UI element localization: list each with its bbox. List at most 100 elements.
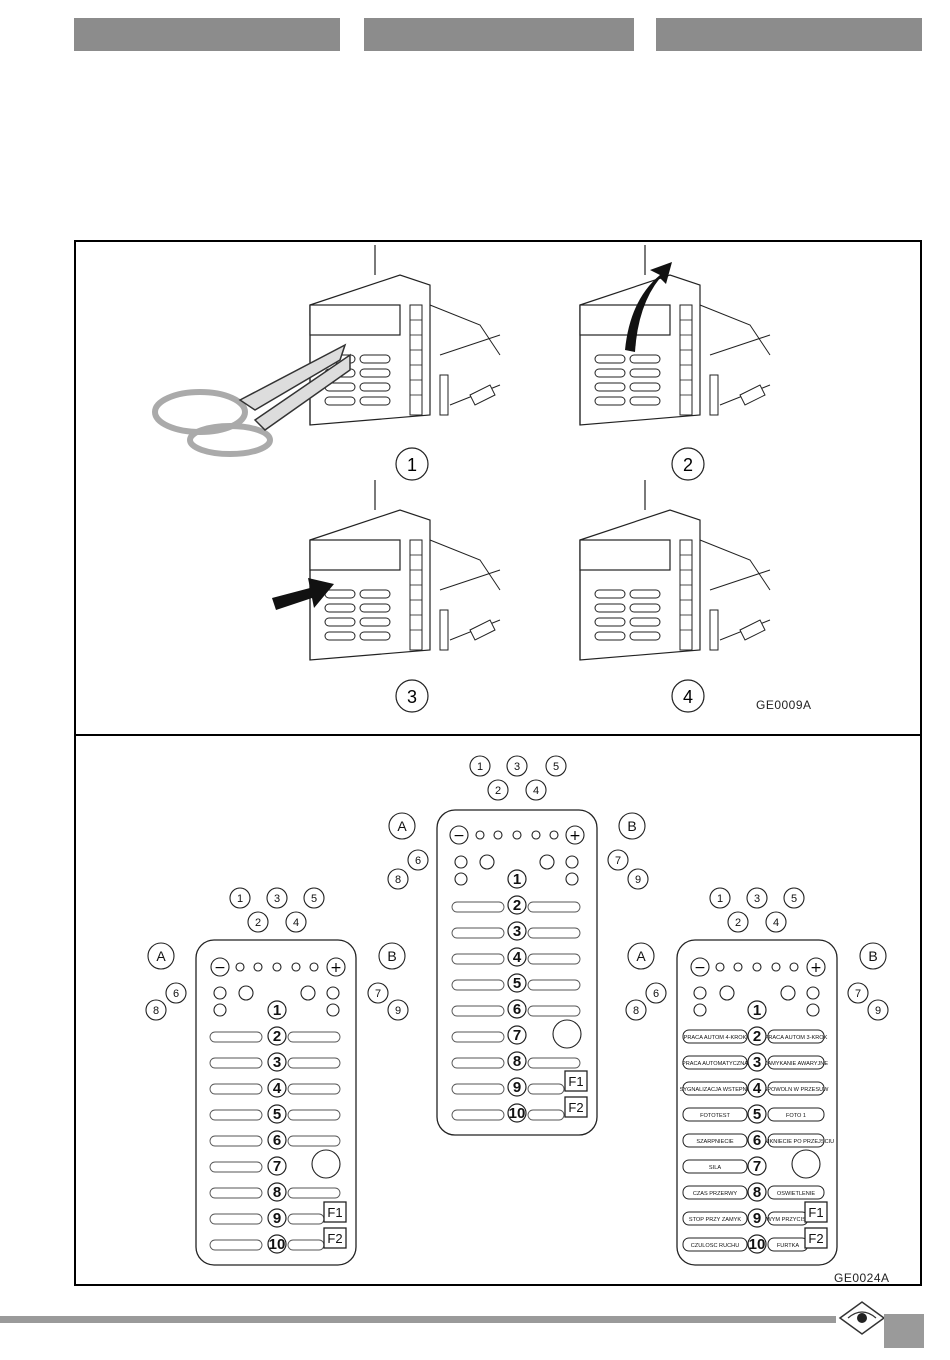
callout-label: 8 bbox=[153, 1005, 159, 1017]
header-tab-3 bbox=[656, 18, 922, 51]
footer-rule bbox=[0, 1316, 836, 1323]
figure-code-bottom: GE0024A bbox=[834, 1271, 890, 1285]
label-stop-closing: STOP PRZY ZAMYK bbox=[689, 1217, 741, 1223]
panel-button-4 bbox=[747, 1078, 767, 1098]
callout-label: 7 bbox=[615, 855, 621, 867]
plus-icon: + bbox=[810, 960, 822, 976]
panel-button-6 bbox=[747, 1130, 767, 1150]
callout-label: A bbox=[156, 948, 166, 964]
callout-label: 6 bbox=[415, 855, 421, 867]
panel-button-2 bbox=[507, 895, 527, 915]
panel-button-number: 2 bbox=[513, 897, 521, 914]
callout-label: 7 bbox=[375, 988, 381, 1000]
callout-label: 1 bbox=[477, 761, 483, 773]
callout-label: 3 bbox=[754, 893, 760, 905]
figure-code-top: GE0009A bbox=[756, 698, 812, 712]
callout-label: 2 bbox=[255, 917, 261, 929]
header-tab-2 bbox=[364, 18, 634, 51]
panel-button-5 bbox=[507, 973, 527, 993]
panel-button-number: 5 bbox=[513, 975, 521, 992]
panel-button-10 bbox=[507, 1103, 527, 1123]
panel-button-number: 2 bbox=[753, 1028, 761, 1045]
callout-label: B bbox=[387, 948, 396, 964]
header-tab-1 bbox=[74, 18, 340, 51]
f1-key: F1 bbox=[808, 1205, 823, 1220]
panel-button-9 bbox=[747, 1208, 767, 1228]
step-3-label: 3 bbox=[407, 687, 417, 707]
panel-button-7 bbox=[747, 1156, 767, 1176]
panel-button-9 bbox=[267, 1208, 287, 1228]
f2-key: F2 bbox=[327, 1231, 342, 1246]
panel-button-number: 4 bbox=[273, 1080, 282, 1097]
label-jerk: SZARPNIECIE bbox=[696, 1139, 734, 1145]
panel-button-number: 4 bbox=[513, 949, 522, 966]
panel-button-3 bbox=[747, 1052, 767, 1072]
panel-button-10 bbox=[747, 1234, 767, 1254]
callout-label: 9 bbox=[635, 874, 641, 886]
panel-button-6 bbox=[267, 1130, 287, 1150]
label-3-step: PRACA AUTOM 3-KROK bbox=[765, 1035, 828, 1041]
panel-button-number: 6 bbox=[273, 1132, 281, 1149]
scissors-icon bbox=[152, 343, 351, 457]
panel-button-number: 10 bbox=[509, 1105, 526, 1122]
callout-label: 6 bbox=[653, 988, 659, 1000]
callout-label: 3 bbox=[514, 761, 520, 773]
panel-button-1 bbox=[507, 869, 527, 889]
panel-button-number: 9 bbox=[753, 1210, 761, 1227]
panel-button-8 bbox=[267, 1182, 287, 1202]
label-button: WYM PRZYCISK bbox=[766, 1217, 809, 1223]
panel-button-2 bbox=[267, 1026, 287, 1046]
panel-button-number: 1 bbox=[273, 1002, 281, 1019]
panel-button-number: 5 bbox=[753, 1106, 761, 1123]
callout-label: 6 bbox=[173, 988, 179, 1000]
panel-button-3 bbox=[507, 921, 527, 941]
callout-label: 4 bbox=[293, 917, 299, 929]
panel-button-10 bbox=[267, 1234, 287, 1254]
f1-key: F1 bbox=[568, 1074, 583, 1089]
panel-button-7 bbox=[267, 1156, 287, 1176]
callout-label: 1 bbox=[717, 893, 723, 905]
panel-button-9 bbox=[507, 1077, 527, 1097]
label-4-step: PRACA AUTOM 4-KROK bbox=[684, 1035, 747, 1041]
lift-arrow-icon bbox=[625, 262, 672, 352]
callout-label: 4 bbox=[533, 785, 539, 797]
callout-label: B bbox=[627, 818, 636, 834]
step-2-label: 2 bbox=[683, 455, 693, 475]
panel-button-8 bbox=[507, 1051, 527, 1071]
label-force: SILA bbox=[709, 1165, 721, 1171]
panel-button-3 bbox=[267, 1052, 287, 1072]
callout-label: 4 bbox=[773, 917, 779, 929]
label-pedestrian: FURTKA bbox=[777, 1243, 800, 1249]
panel-button-6 bbox=[507, 999, 527, 1019]
label-lighting: OSWIETLENIE bbox=[777, 1191, 815, 1197]
panel-button-8 bbox=[747, 1182, 767, 1202]
callout-label: 8 bbox=[395, 874, 401, 886]
minus-icon: − bbox=[214, 960, 226, 976]
panel-button-2 bbox=[747, 1026, 767, 1046]
panel-button-number: 1 bbox=[513, 871, 521, 888]
plus-icon: + bbox=[569, 828, 581, 844]
plus-icon: + bbox=[330, 960, 342, 976]
minus-icon: − bbox=[453, 828, 465, 844]
panel-button-number: 8 bbox=[273, 1184, 281, 1201]
f2-key: F2 bbox=[568, 1100, 583, 1115]
panel-button-number: 2 bbox=[273, 1028, 281, 1045]
callout-label: 5 bbox=[553, 761, 559, 773]
label-close-after-pass: ZAMKNIECIE PO PRZEJSCIU bbox=[758, 1139, 834, 1145]
callout-label: A bbox=[636, 948, 646, 964]
panel-button-5 bbox=[747, 1104, 767, 1124]
panel-button-5 bbox=[267, 1104, 287, 1124]
control-panel-figure bbox=[74, 734, 922, 1286]
callout-label: B bbox=[868, 948, 877, 964]
f1-key: F1 bbox=[327, 1205, 342, 1220]
label-sensitivity: CZULOSC RUCHU bbox=[691, 1243, 739, 1249]
label-emergency-close: ZAMYKANIE AWARYJNE bbox=[764, 1061, 828, 1067]
panel-button-1 bbox=[747, 1000, 767, 1020]
step-4-label: 4 bbox=[683, 687, 693, 707]
callout-label: 9 bbox=[875, 1005, 881, 1017]
panel-button-number: 10 bbox=[749, 1236, 766, 1253]
label-pre-signal: SYGNALIZACJA WSTEPNA bbox=[680, 1087, 751, 1093]
panel-button-number: 9 bbox=[513, 1079, 521, 1096]
page-number-box bbox=[884, 1314, 924, 1348]
